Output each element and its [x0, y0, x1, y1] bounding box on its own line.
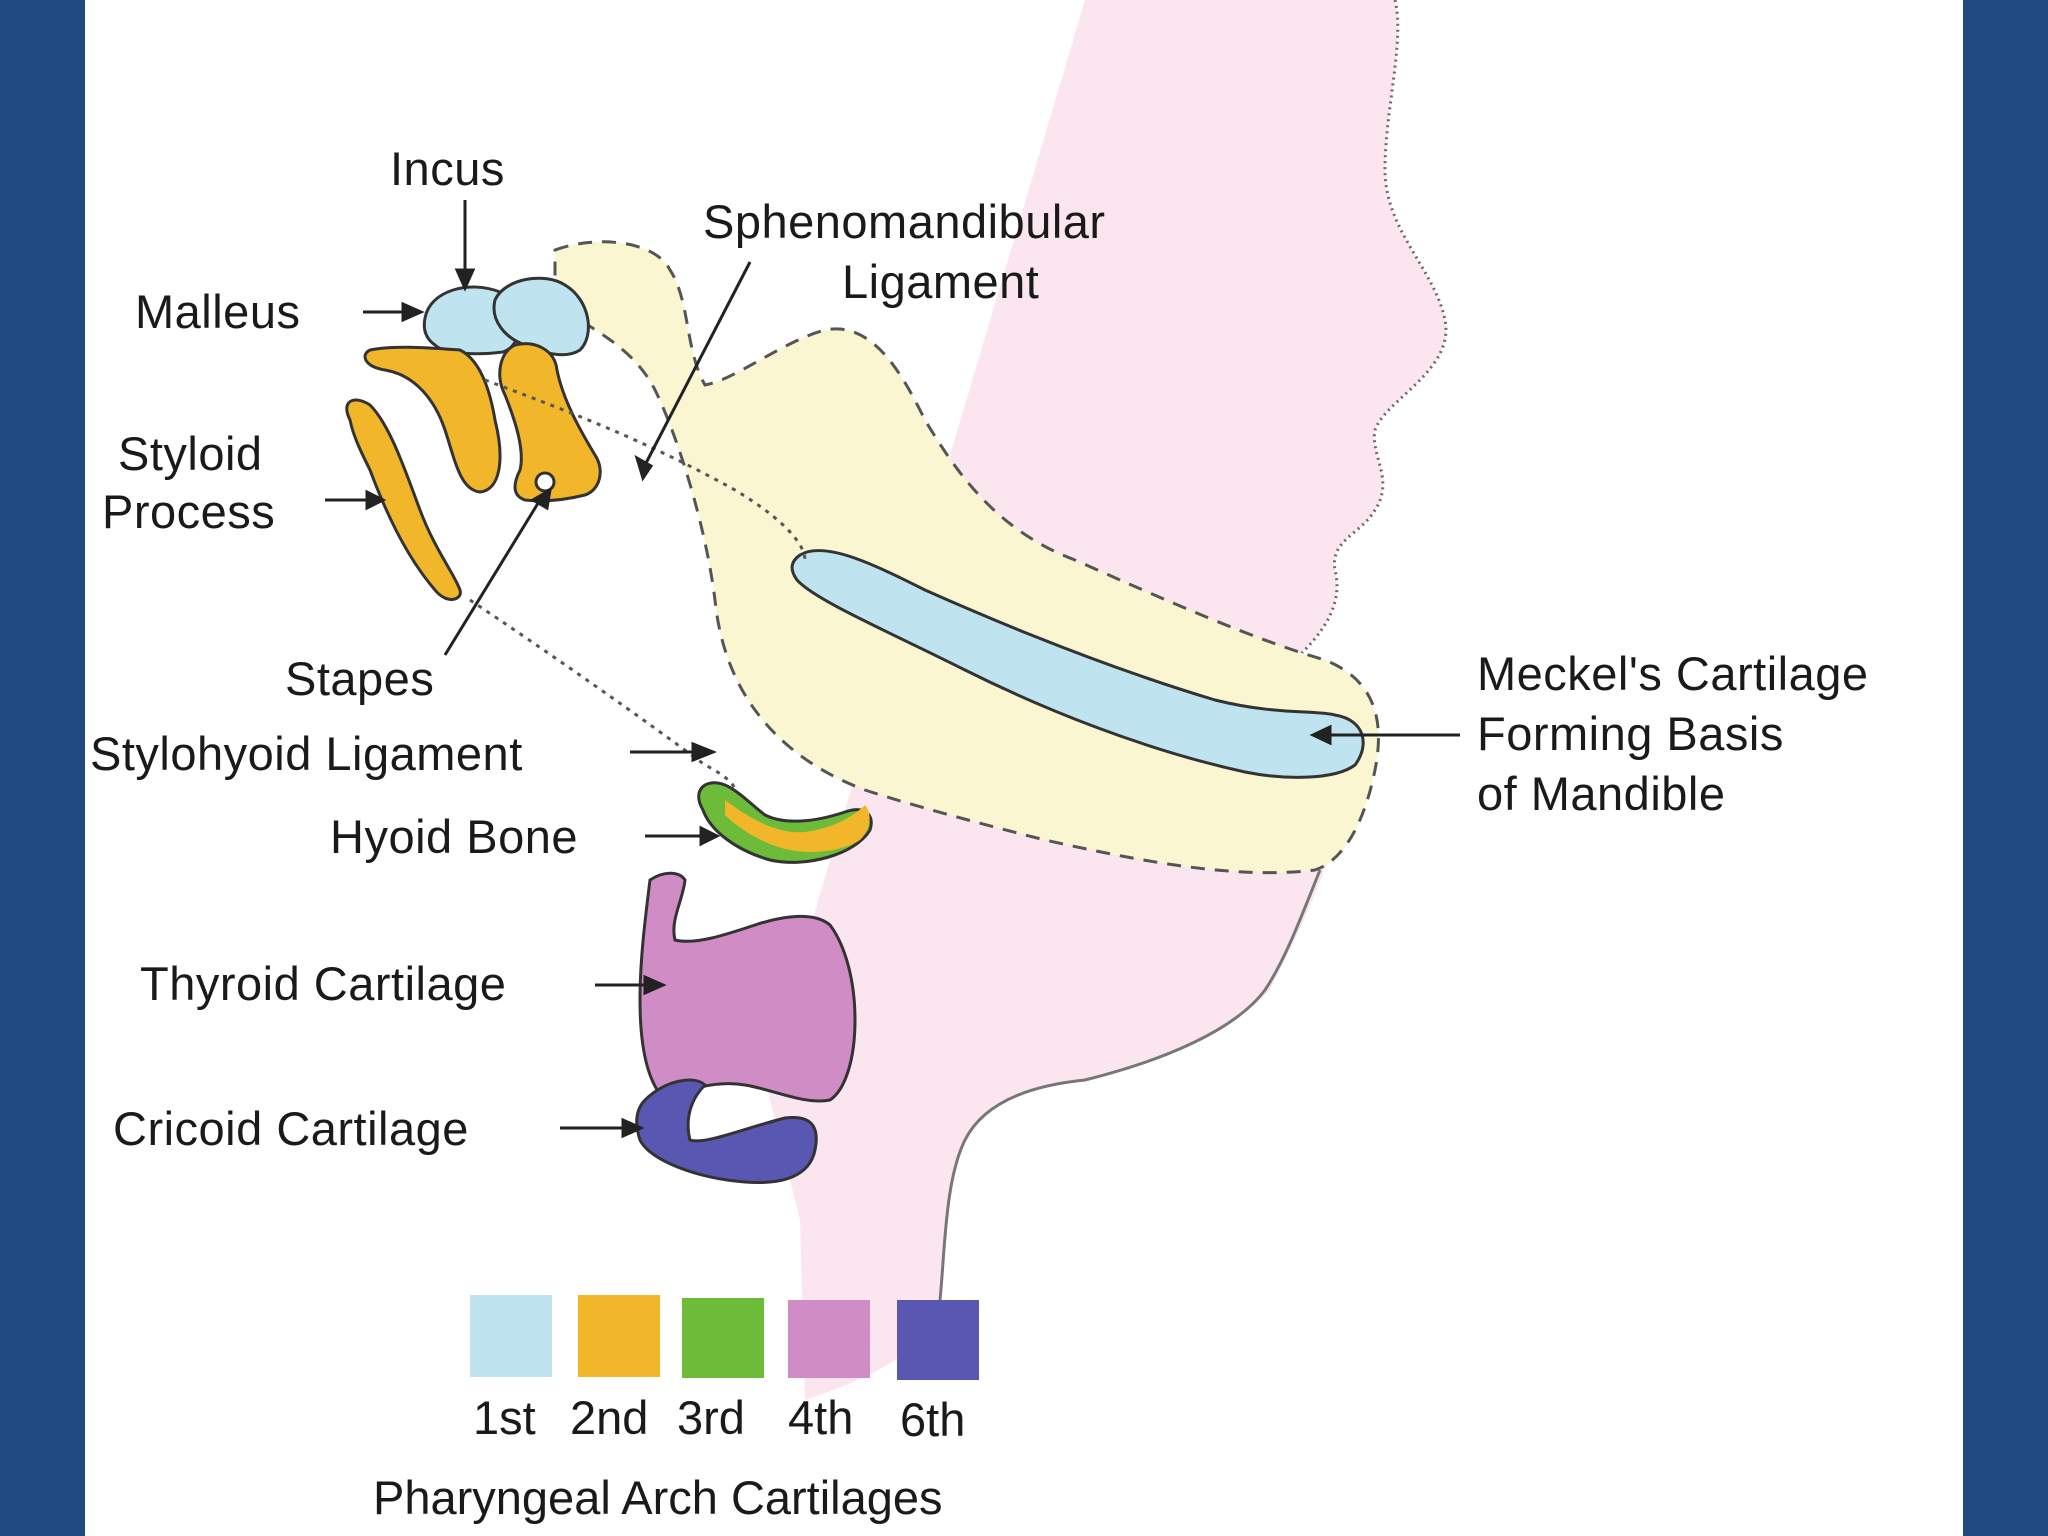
- label-incus: Incus: [390, 142, 505, 195]
- label-sphenomandibular-1: Sphenomandibular: [703, 195, 1106, 248]
- stapes: [498, 342, 602, 503]
- label-hyoid-bone: Hyoid Bone: [330, 810, 578, 863]
- label-meckel-3: of Mandible: [1477, 767, 1726, 820]
- sphenomandibular-ligament-line: [484, 378, 807, 561]
- legend-swatch-2nd: [578, 1295, 660, 1377]
- label-styloid-2: Process: [102, 485, 276, 538]
- legend-label-2nd: 2nd: [570, 1391, 649, 1444]
- legend-swatches: [470, 1295, 979, 1380]
- profile-outline: [1281, 0, 1448, 842]
- meckels-cartilage: [790, 549, 1365, 779]
- jaw-outline: [938, 869, 1322, 1301]
- stapes-foramen: [534, 471, 556, 493]
- label-thyroid-cartilage: Thyroid Cartilage: [140, 957, 507, 1010]
- legend-label-6th: 6th: [900, 1393, 966, 1446]
- styloid-process: [345, 398, 462, 601]
- label-meckel-1: Meckel's Cartilage: [1477, 647, 1869, 700]
- legend-label-3rd: 3rd: [677, 1391, 745, 1444]
- label-stylohyoid-ligament: Stylohyoid Ligament: [90, 727, 523, 780]
- legend-title: Pharyngeal Arch Cartilages: [373, 1471, 943, 1524]
- legend-swatch-4th: [788, 1300, 870, 1378]
- legend-swatch-6th: [897, 1300, 979, 1380]
- label-meckel-2: Forming Basis: [1477, 707, 1784, 760]
- label-cricoid-cartilage: Cricoid Cartilage: [113, 1102, 469, 1155]
- legend-swatch-1st: [470, 1295, 552, 1377]
- label-sphenomandibular-2: Ligament: [842, 255, 1040, 308]
- legend-label-4th: 4th: [788, 1391, 854, 1444]
- legend-label-1st: 1st: [473, 1391, 536, 1444]
- leader-lines: [325, 200, 1460, 1139]
- legend-swatch-3rd: [682, 1298, 764, 1378]
- label-styloid-1: Styloid: [118, 427, 263, 480]
- malleus-handle: [363, 345, 502, 494]
- hyoid-yellow: [725, 800, 870, 852]
- thyroid-cartilage: [638, 871, 857, 1103]
- label-stapes: Stapes: [285, 652, 435, 705]
- slide: Incus Malleus Sphenomandibular Ligament …: [85, 0, 1963, 1536]
- label-malleus: Malleus: [135, 285, 301, 338]
- incus: [492, 276, 590, 357]
- diagram-canvas: [325, 0, 1460, 1400]
- cricoid-cartilage: [635, 1078, 818, 1185]
